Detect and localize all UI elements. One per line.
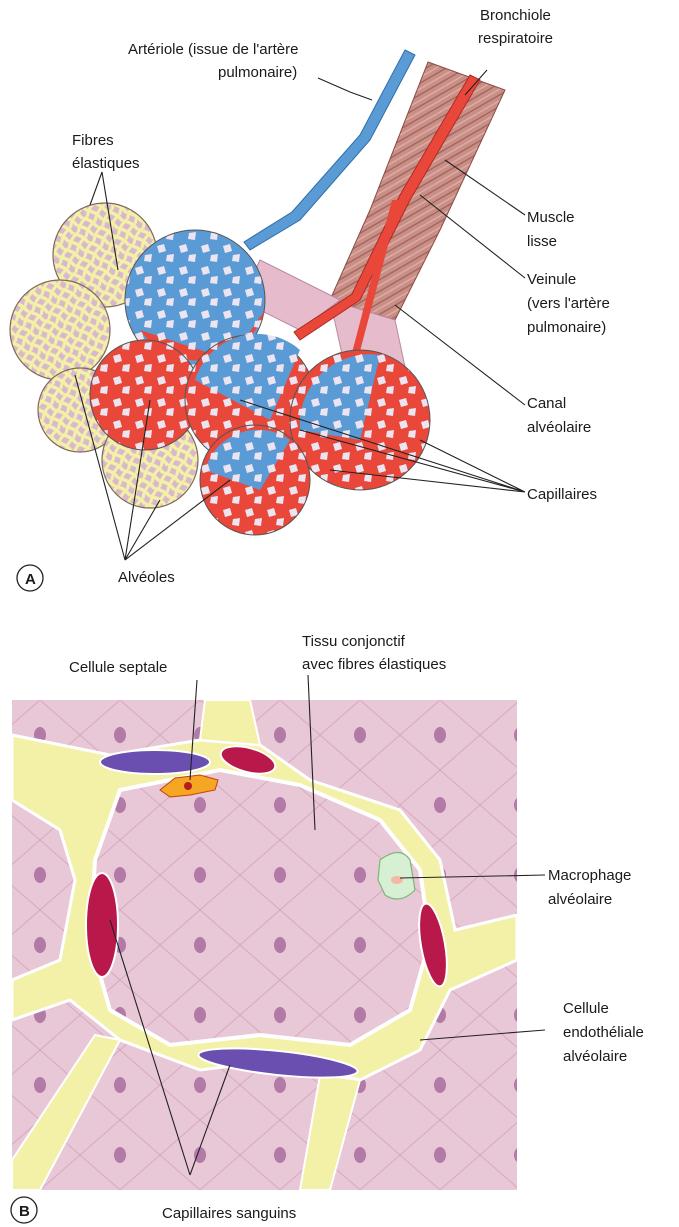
label-capillaires: Capillaires (527, 486, 597, 503)
label-bronchiole: respiratoire (478, 30, 553, 47)
label-endothelial: alvéolaire (563, 1048, 627, 1065)
panel-a-letter: A (25, 571, 36, 588)
capillary-crimson (86, 873, 118, 977)
label-veinule: (vers l'artère (527, 295, 610, 312)
label-tissu: Tissu conjonctif (302, 633, 406, 650)
label-muscle: lisse (527, 233, 557, 250)
bronchiole-tube (330, 62, 505, 320)
label-fibres: Fibres (72, 132, 114, 149)
label-canal: alvéolaire (527, 419, 591, 436)
label-capillaires-sanguins: Capillaires sanguins (162, 1205, 296, 1222)
panel-b: Cellule septale Tissu conjonctif avec fi… (11, 633, 644, 1223)
label-macrophage: alvéolaire (548, 891, 612, 908)
label-veinule: pulmonaire) (527, 319, 606, 336)
label-arteriole: Artériole (issue de l'artère (128, 41, 298, 58)
label-alveoles: Alvéoles (118, 569, 175, 586)
label-endothelial: Cellule (563, 1000, 609, 1017)
panel-a: Artériole (issue de l'artère pulmonaire)… (10, 7, 610, 591)
label-bronchiole: Bronchiole (480, 7, 551, 24)
panel-b-letter: B (19, 1203, 30, 1220)
label-septale: Cellule septale (69, 659, 167, 676)
label-tissu: avec fibres élastiques (302, 656, 446, 673)
label-endothelial: endothéliale (563, 1024, 644, 1041)
label-arteriole: pulmonaire) (218, 64, 297, 81)
label-muscle: Muscle (527, 209, 575, 226)
label-macrophage: Macrophage (548, 867, 631, 884)
label-veinule: Veinule (527, 271, 576, 288)
label-canal: Canal (527, 395, 566, 412)
capillary-violet (100, 750, 210, 774)
macrophage (378, 853, 415, 900)
label-fibres: élastiques (72, 155, 140, 172)
alveolus (10, 280, 110, 380)
